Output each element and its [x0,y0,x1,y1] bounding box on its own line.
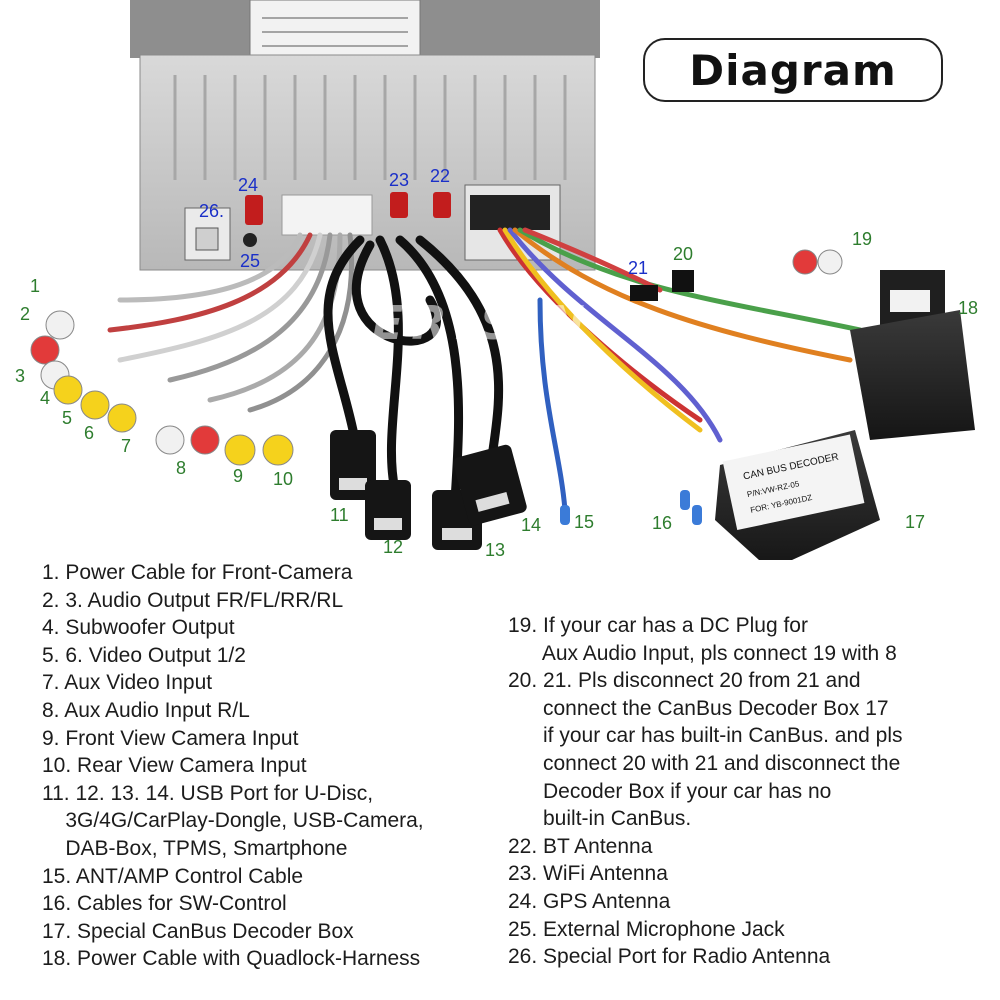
legend-item: 20. 21. Pls disconnect 20 from 21 and [508,669,861,693]
legend-item: 26. Special Port for Radio Antenna [508,945,831,969]
callout-25: 25 [240,251,261,271]
usb-plugs [330,430,527,550]
callout-13: 13 [485,540,506,560]
callout-17: 17 [905,512,926,532]
callout-6: 6 [84,423,95,443]
legend-item: connect 20 with 21 and disconnect the [508,751,901,775]
callout-1: 1 [30,276,41,296]
callout-11: 11 [330,505,349,525]
usb-plug-11 [330,430,376,500]
callout-14: 14 [521,515,542,535]
usb-plug-12 [365,480,411,540]
legend-item: 19. If your car has a DC Plug for [508,614,808,637]
callout-19: 19 [852,229,873,249]
callout-22: 22 [430,166,451,186]
legend-item: 25. External Microphone Jack [508,917,785,941]
legend-item: 11. 12. 13. 14. USB Port for U-Disc, [42,781,374,805]
callout-16: 16 [652,513,673,533]
callout-7: 7 [121,436,132,456]
callout-2: 2 [20,304,31,324]
legend-item: 8. Aux Audio Input R/L [42,698,250,722]
iso-plug-left [281,194,373,236]
legend-item: built-in CanBus. [508,807,692,831]
product-photo: CAN BUS DECODER P/N:VW-RZ-05 FOR: YB-900… [30,0,975,560]
legend-item: 2. 3. Audio Output FR/FL/RR/RL [42,588,344,612]
wiring-harness [107,227,863,513]
legend-right: 19. If your car has a DC Plug for Aux Au… [508,612,903,971]
legend-item: 24. GPS Antenna [508,889,671,913]
antenna-connectors [245,192,451,225]
legend-item: 9. Front View Camera Input [42,726,299,750]
wire-tips [560,490,702,525]
callout-9: 9 [233,466,244,486]
canbus-jumper-connectors [630,270,694,301]
canbus-decoder-box: CAN BUS DECODER P/N:VW-RZ-05 FOR: YB-900… [715,430,880,560]
diagram-title: Diagram [689,45,897,95]
legend-item: 4. Subwoofer Output [42,616,235,640]
legend-item: 3G/4G/CarPlay-Dongle, USB-Camera, [42,809,424,833]
legend-item: 16. Cables for SW-Control [42,892,287,916]
callout-18: 18 [958,298,979,318]
rca-plugs [30,249,843,466]
callout-10: 10 [273,469,294,489]
legend-item: Aux Audio Input, pls connect 19 with 8 [508,641,897,665]
legend-item: 17. Special CanBus Decoder Box [42,919,354,943]
brand-watermark: ERISIN [372,296,593,350]
legend-item: 5. 6. Video Output 1/2 [42,643,246,667]
legend-item: 1. Power Cable for Front-Camera [42,561,353,584]
quadlock-harness [850,270,975,440]
legend-item: 18. Power Cable with Quadlock-Harness [42,947,421,971]
legend-item: DAB-Box, TPMS, Smartphone [42,836,348,860]
usb-plug-14 [453,444,527,526]
callout-8: 8 [176,458,187,478]
title-box: Diagram [643,38,943,102]
legend-item: 15. ANT/AMP Control Cable [42,864,304,888]
callout-23: 23 [389,170,410,190]
legend-item: if your car has built-in CanBus. and pls [508,724,903,748]
legend-item: 7. Aux Video Input [42,671,213,695]
legend-left: 1. Power Cable for Front-Camera 2. 3. Aud… [42,559,424,973]
callout-5: 5 [62,408,73,428]
iso-plug-right [470,195,550,230]
callout-26: 26. [199,201,225,221]
legend-item: 23. WiFi Antenna [508,862,668,886]
callout-12: 12 [383,537,404,557]
legend-item: 22. BT Antenna [508,834,653,858]
legend-item: 10. Rear View Camera Input [42,754,307,778]
callout-20: 20 [673,244,694,264]
legend-item: connect the CanBus Decoder Box 17 [508,696,889,720]
legend-item: Decoder Box if your car has no [508,779,832,803]
callout-21: 21 [628,258,649,278]
callout-24: 24 [238,175,259,195]
callout-3: 3 [15,366,26,386]
callout-4: 4 [40,388,51,408]
callout-15: 15 [574,512,595,532]
